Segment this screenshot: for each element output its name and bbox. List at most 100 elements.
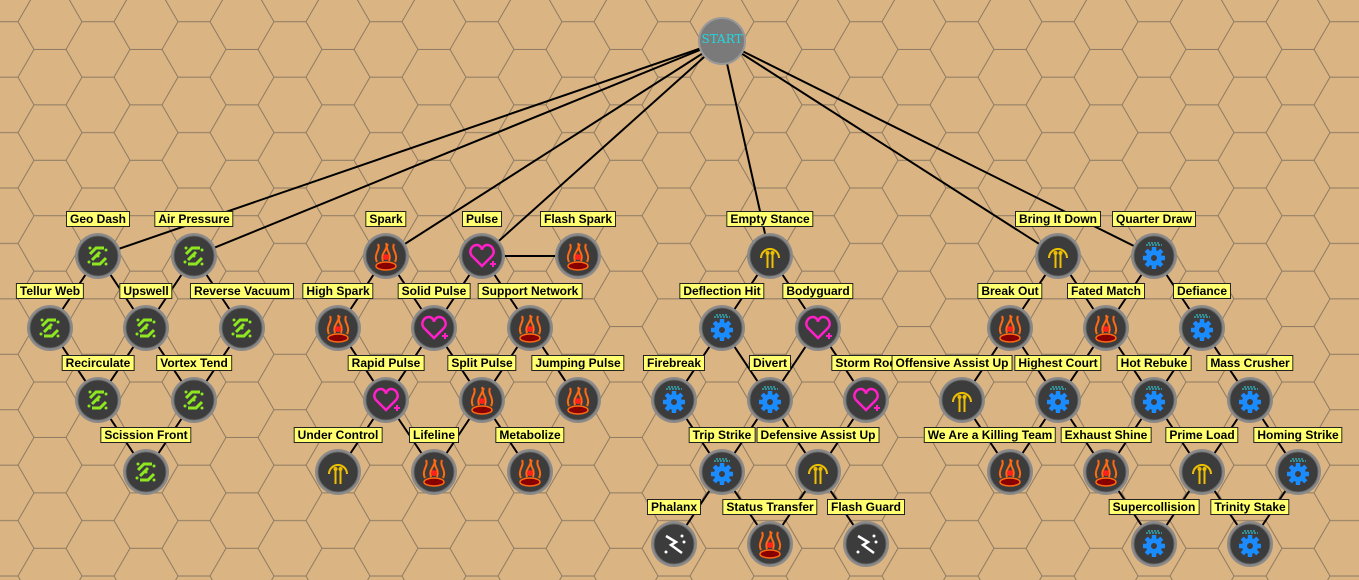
skill-node-phalanx[interactable] — [651, 521, 697, 567]
skill-label: Homing Strike — [1253, 427, 1343, 443]
pillar-icon — [328, 464, 348, 484]
skill-node-solid-pulse[interactable] — [411, 305, 457, 351]
skill-node-quarter-draw[interactable] — [1131, 233, 1177, 279]
skill-node-homing-strike[interactable] — [1275, 449, 1321, 495]
skill-node-recirculate[interactable] — [75, 377, 121, 423]
fire-icon — [998, 314, 1022, 343]
skill-node-mass-crusher[interactable] — [1227, 377, 1273, 423]
skill-node-exhaust-shine[interactable] — [1083, 449, 1129, 495]
skill-label: Pulse — [461, 211, 503, 227]
skill-node-jumping-pulse[interactable] — [555, 377, 601, 423]
skill-label: Support Network — [477, 283, 583, 299]
skill-label: Defensive Assist Up — [756, 427, 880, 443]
fire-icon — [998, 458, 1022, 487]
edge-start-spark — [385, 40, 723, 257]
fire-icon — [518, 314, 542, 343]
skill-label: Rapid Pulse — [347, 355, 425, 371]
skill-label: Air Pressure — [154, 211, 234, 227]
skill-label: Quarter Draw — [1111, 211, 1197, 227]
skill-node-flash-guard[interactable] — [843, 521, 889, 567]
geo-icon — [87, 246, 108, 266]
skill-node-air-pressure[interactable] — [171, 233, 217, 279]
pillar-icon — [1192, 464, 1212, 484]
skill-label: Firebreak — [642, 355, 706, 371]
edge-start-air_pressure — [193, 40, 723, 257]
gear-icon — [759, 386, 781, 413]
skill-node-defensive-assist-up[interactable] — [795, 449, 841, 495]
skill-node-offensive-assist-up[interactable] — [939, 377, 985, 423]
skill-node-empty-stance[interactable] — [747, 233, 793, 279]
skill-node-reverse-vacuum[interactable] — [219, 305, 265, 351]
skill-label: Deflection Hit — [679, 283, 765, 299]
gear-icon — [1143, 242, 1165, 269]
skill-node-defiance[interactable] — [1179, 305, 1225, 351]
skill-label: Tellur Web — [15, 283, 85, 299]
skill-node-killing-team[interactable] — [987, 449, 1033, 495]
skill-node-support-network[interactable] — [507, 305, 553, 351]
gear-icon — [711, 314, 733, 341]
skill-node-deflection-hit[interactable] — [699, 305, 745, 351]
skill-node-bodyguard[interactable] — [795, 305, 841, 351]
skill-node-split-pulse[interactable] — [459, 377, 505, 423]
skill-label: Fated Match — [1066, 283, 1146, 299]
skill-node-fated-match[interactable] — [1083, 305, 1129, 351]
skill-label: Metabolize — [495, 427, 565, 443]
skill-node-geo-dash[interactable] — [75, 233, 121, 279]
gear-icon — [711, 458, 733, 485]
skill-node-hot-rebuke[interactable] — [1131, 377, 1177, 423]
skill-node-firebreak[interactable] — [651, 377, 697, 423]
fire-icon — [374, 242, 398, 271]
skill-node-tellur-web[interactable] — [27, 305, 73, 351]
geo-icon — [183, 246, 204, 266]
skill-node-trinity-stake[interactable] — [1227, 521, 1273, 567]
skill-label: Reverse Vacuum — [189, 283, 295, 299]
start-node[interactable] — [698, 17, 746, 65]
geo-icon — [135, 318, 156, 338]
pillar-icon — [760, 248, 780, 268]
skill-node-pulse[interactable] — [459, 233, 505, 279]
skill-node-vortex-tend[interactable] — [171, 377, 217, 423]
skill-node-spark[interactable] — [363, 233, 409, 279]
skill-label: Storm Rod — [831, 355, 901, 371]
skill-label: Spark — [365, 211, 407, 227]
skill-label: We Are a Killing Team — [923, 427, 1057, 443]
skill-node-rapid-pulse[interactable] — [363, 377, 409, 423]
start-label: START — [701, 32, 743, 46]
skill-node-trip-strike[interactable] — [699, 449, 745, 495]
skill-label: Jumping Pulse — [531, 355, 625, 371]
geo-icon — [231, 318, 252, 338]
gear-icon — [1239, 530, 1261, 557]
skill-node-upswell[interactable] — [123, 305, 169, 351]
heart-icon — [373, 387, 400, 412]
pillar-icon — [808, 464, 828, 484]
skill-label: Recirculate — [61, 355, 135, 371]
fire-icon — [1094, 458, 1118, 487]
skill-node-prime-load[interactable] — [1179, 449, 1225, 495]
heart-icon — [805, 315, 832, 340]
gear-icon — [663, 386, 685, 413]
gear-icon — [1191, 314, 1213, 341]
skill-node-divert[interactable] — [747, 377, 793, 423]
skill-node-storm-rod[interactable] — [843, 377, 889, 423]
skill-node-high-spark[interactable] — [315, 305, 361, 351]
skill-node-bring-it-down[interactable] — [1035, 233, 1081, 279]
skill-node-highest-court[interactable] — [1035, 377, 1081, 423]
skill-node-break-out[interactable] — [987, 305, 1033, 351]
skill-label: Bring It Down — [1015, 211, 1101, 227]
skill-node-supercollision[interactable] — [1131, 521, 1177, 567]
pillar-icon — [1048, 248, 1068, 268]
gear-icon — [1239, 386, 1261, 413]
skill-node-status-transfer[interactable] — [747, 521, 793, 567]
lightning-icon — [664, 534, 686, 555]
skill-node-flash-spark[interactable] — [555, 233, 601, 279]
skill-node-under-control[interactable] — [315, 449, 361, 495]
skill-label: Geo Dash — [65, 211, 131, 227]
skill-node-metabolize[interactable] — [507, 449, 553, 495]
skill-label: Divert — [748, 355, 792, 371]
fire-icon — [518, 458, 542, 487]
gear-icon — [1143, 386, 1165, 413]
skill-label: Upswell — [119, 283, 173, 299]
skill-node-lifeline[interactable] — [411, 449, 457, 495]
heart-icon — [469, 243, 496, 268]
skill-node-scission-front[interactable] — [123, 449, 169, 495]
